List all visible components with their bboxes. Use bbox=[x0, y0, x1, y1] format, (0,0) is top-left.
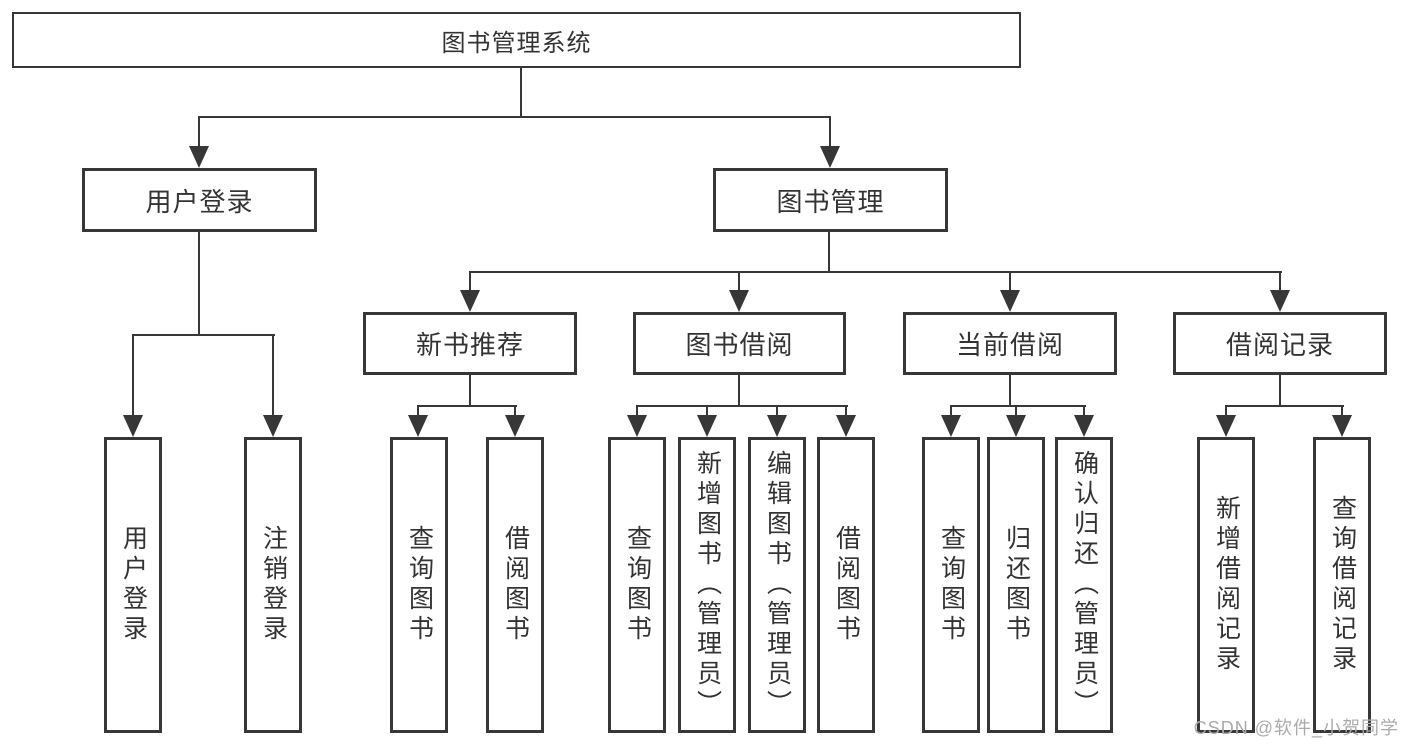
arrow-down-icon bbox=[505, 406, 525, 437]
connector-currentborrow-bar bbox=[950, 405, 1086, 407]
connector-userlogin-stem bbox=[198, 232, 200, 336]
leaf-label: 借阅图书 bbox=[501, 525, 530, 645]
connector-root-stem bbox=[520, 67, 522, 117]
connector-newbookrec-bar bbox=[417, 405, 517, 407]
leaf-return-book: 归还图书 bbox=[987, 437, 1045, 733]
arrow-down-icon bbox=[941, 406, 961, 437]
connector-bookmgmt-bar bbox=[469, 271, 1282, 273]
connector-bookborrow-bar bbox=[636, 405, 848, 407]
leaf-label: 查询借阅记录 bbox=[1328, 495, 1357, 675]
leaf-confirm-return-admin: 确认归还（管理员） bbox=[1055, 437, 1113, 733]
leaf-borrow-query-book: 查询图书 bbox=[608, 437, 666, 733]
connector-userlogin-bar bbox=[132, 334, 275, 336]
arrow-down-icon bbox=[408, 406, 428, 437]
connector-borrowrecord-bar bbox=[1225, 405, 1344, 407]
connector-newbookrec-stem bbox=[469, 375, 471, 407]
watermark: CSDN @软件_小贺同学 bbox=[1193, 718, 1399, 738]
arrow-down-icon bbox=[729, 272, 749, 312]
connector-borrowrecord-stem bbox=[1279, 375, 1281, 407]
leaf-user-login: 用户登录 bbox=[104, 437, 162, 733]
leaf-current-query-book: 查询图书 bbox=[922, 437, 980, 733]
arrow-down-icon bbox=[1216, 406, 1236, 437]
leaf-label: 确认归还（管理员） bbox=[1070, 450, 1099, 720]
node-book-management: 图书管理 bbox=[713, 168, 948, 232]
leaf-label: 归还图书 bbox=[1002, 525, 1031, 645]
leaf-label: 用户登录 bbox=[119, 525, 148, 645]
arrow-down-icon bbox=[767, 406, 787, 437]
node-root: 图书管理系统 bbox=[12, 12, 1021, 68]
arrow-down-icon bbox=[1074, 406, 1094, 437]
leaf-logout: 注销登录 bbox=[244, 437, 302, 733]
arrow-down-icon bbox=[1332, 406, 1352, 437]
arrow-down-icon bbox=[820, 117, 840, 168]
connector-bookborrow-stem bbox=[738, 375, 740, 407]
leaf-label: 新增图书（管理员） bbox=[693, 450, 722, 720]
arrow-down-icon bbox=[697, 406, 717, 437]
connector-root-bar bbox=[198, 116, 831, 118]
arrow-down-icon bbox=[1270, 272, 1290, 312]
arrow-down-icon bbox=[123, 335, 143, 437]
leaf-borrow-book: 借阅图书 bbox=[817, 437, 875, 733]
arrow-down-icon bbox=[836, 406, 856, 437]
node-book-borrow: 图书借阅 bbox=[633, 312, 846, 375]
arrow-down-icon bbox=[460, 272, 480, 312]
leaf-label: 注销登录 bbox=[259, 525, 288, 645]
leaf-add-book-admin: 新增图书（管理员） bbox=[678, 437, 736, 733]
node-borrow-record: 借阅记录 bbox=[1173, 312, 1387, 375]
leaf-label: 新增借阅记录 bbox=[1212, 495, 1241, 675]
node-user-login: 用户登录 bbox=[82, 168, 317, 232]
leaf-label: 借阅图书 bbox=[832, 525, 861, 645]
leaf-label: 查询图书 bbox=[937, 525, 966, 645]
connector-bookmgmt-stem bbox=[828, 232, 830, 273]
arrow-down-icon bbox=[627, 406, 647, 437]
leaf-edit-book-admin: 编辑图书（管理员） bbox=[748, 437, 806, 733]
node-new-book-recommend: 新书推荐 bbox=[363, 312, 577, 375]
leaf-rec-query-book: 查询图书 bbox=[390, 437, 448, 733]
leaf-label: 查询图书 bbox=[623, 525, 652, 645]
arrow-down-icon bbox=[1000, 272, 1020, 312]
node-current-borrow: 当前借阅 bbox=[903, 312, 1117, 375]
arrow-down-icon bbox=[189, 117, 209, 168]
leaf-rec-borrow-book: 借阅图书 bbox=[486, 437, 544, 733]
arrow-down-icon bbox=[263, 335, 283, 437]
leaf-label: 编辑图书（管理员） bbox=[763, 450, 792, 720]
leaf-add-borrow-record: 新增借阅记录 bbox=[1197, 437, 1255, 733]
arrow-down-icon bbox=[1006, 406, 1026, 437]
leaf-label: 查询图书 bbox=[405, 525, 434, 645]
leaf-query-borrow-record: 查询借阅记录 bbox=[1313, 437, 1371, 733]
connector-currentborrow-stem bbox=[1009, 375, 1011, 407]
